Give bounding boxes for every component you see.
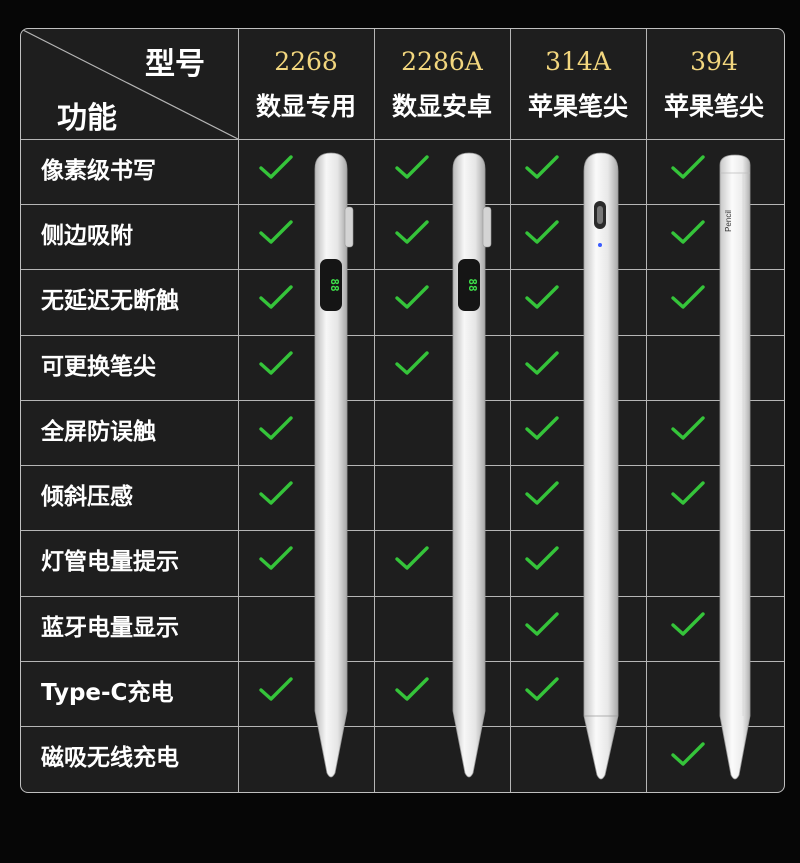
check-icon	[525, 351, 559, 375]
check-icon	[671, 481, 705, 505]
grid-line	[21, 596, 784, 597]
check-icon	[395, 220, 429, 244]
pen-engraving: Pencil	[724, 210, 733, 232]
check-icon	[259, 416, 293, 440]
check-icon	[525, 481, 559, 505]
grid-line	[21, 269, 784, 270]
check-icon	[671, 416, 705, 440]
model-desc: 数显专用	[255, 92, 356, 121]
feature-label: 可更换笔尖	[41, 354, 156, 380]
grid-line	[21, 661, 784, 662]
check-icon	[525, 546, 559, 570]
feature-label: 像素级书写	[41, 158, 156, 184]
model-code: 2286A	[401, 47, 483, 76]
grid-line	[21, 530, 784, 531]
display-digits: 88	[328, 278, 341, 291]
grid-line	[21, 465, 784, 466]
check-icon	[259, 155, 293, 179]
check-icon	[395, 285, 429, 309]
check-icon	[525, 416, 559, 440]
check-icon	[671, 742, 705, 766]
feature-label: 磁吸无线充电	[41, 745, 179, 771]
model-code: 2268	[274, 47, 338, 76]
grid-line	[374, 29, 375, 792]
check-icon	[395, 677, 429, 701]
check-icon	[525, 220, 559, 244]
model-desc: 数显安卓	[391, 92, 492, 121]
stylus-314a-image	[583, 152, 619, 780]
corner-model-label: 型号	[145, 47, 205, 82]
check-icon	[259, 285, 293, 309]
check-icon	[395, 155, 429, 179]
feature-label: 侧边吸附	[41, 223, 133, 249]
model-code: 394	[690, 47, 738, 76]
grid-line	[646, 29, 647, 792]
check-icon	[525, 612, 559, 636]
check-icon	[259, 481, 293, 505]
stylus-394-image: Pencil	[719, 154, 751, 780]
feature-label: Type-C充电	[41, 680, 174, 706]
check-icon	[395, 546, 429, 570]
check-icon	[671, 155, 705, 179]
grid-line	[510, 29, 511, 792]
grid-line	[21, 335, 784, 336]
check-icon	[671, 285, 705, 309]
display-digits: 88	[466, 278, 479, 291]
stylus-2268-image: 88	[314, 152, 354, 778]
check-icon	[525, 285, 559, 309]
grid-line	[21, 726, 784, 727]
feature-label: 灯管电量提示	[41, 549, 179, 575]
comparison-table: 型号 功能 2268 数显专用 2286A 数显安卓 314A 苹果笔尖 394…	[20, 28, 785, 793]
feature-label: 蓝牙电量显示	[41, 615, 179, 641]
model-desc: 苹果笔尖	[527, 92, 628, 121]
check-icon	[525, 155, 559, 179]
check-icon	[671, 220, 705, 244]
check-icon	[259, 220, 293, 244]
check-icon	[259, 546, 293, 570]
model-code: 314A	[545, 47, 611, 76]
model-desc: 苹果笔尖	[663, 92, 764, 121]
grid-line	[21, 204, 784, 205]
check-icon	[671, 612, 705, 636]
stylus-2286a-image: 88	[452, 152, 492, 778]
grid-line	[21, 139, 784, 140]
grid-line	[238, 29, 239, 792]
feature-label: 倾斜压感	[41, 484, 133, 510]
check-icon	[395, 351, 429, 375]
feature-label: 无延迟无断触	[41, 288, 179, 314]
check-icon	[259, 677, 293, 701]
corner-diagonal	[21, 29, 238, 139]
grid-line	[21, 400, 784, 401]
corner-function-label: 功能	[57, 101, 117, 136]
check-icon	[525, 677, 559, 701]
feature-label: 全屏防误触	[41, 419, 156, 445]
check-icon	[259, 351, 293, 375]
